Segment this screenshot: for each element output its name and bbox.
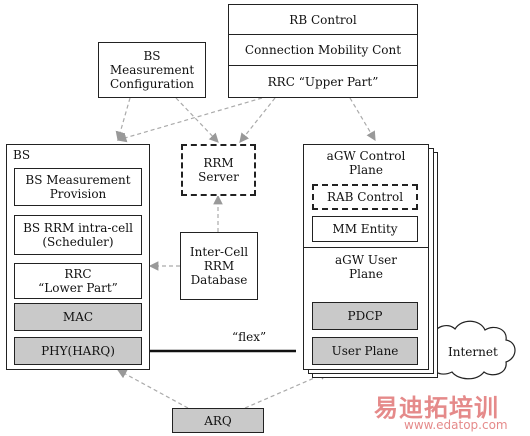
watermark-url: www.edatop.com	[404, 418, 508, 432]
rrc-upper-box: RRC “Upper Part”	[228, 65, 418, 98]
rrm-server-label: RRM Server	[198, 156, 239, 184]
inter-cell-db-label: Inter-Cell RRM Database	[189, 245, 249, 287]
arrow-rrc-upper-to-agw	[349, 97, 376, 142]
inter-cell-db-box: Inter-Cell RRM Database	[180, 232, 258, 300]
rb-control-box: RB Control	[228, 4, 418, 35]
rrm-server-box: RRM Server	[181, 144, 256, 196]
arrow-config-to-rrm-server	[175, 97, 219, 143]
bs-rrm-intra-box: BS RRM intra-cell (Scheduler)	[14, 215, 142, 255]
connection-mobility-label: Connection Mobility Cont	[244, 43, 402, 57]
agw-box: aGW Control Plane aGW User Plane	[303, 144, 429, 370]
bs-measurement-provision-box: BS Measurement Provision	[14, 168, 142, 206]
bs-label: BS	[13, 148, 31, 162]
phy-box: PHY(HARQ)	[14, 337, 142, 365]
internet-label: Internet	[448, 345, 498, 359]
agw-user-plane-label: aGW User Plane	[335, 253, 397, 281]
watermark-logo: 易迪拓培训	[374, 394, 499, 422]
arrow-rrc-upper-to-rrm-server	[239, 97, 276, 143]
pdcp-label: PDCP	[347, 309, 383, 323]
arrow-arq-to-bs	[116, 369, 189, 409]
user-plane-label: User Plane	[331, 344, 399, 358]
agw-control-plane-label: aGW Control Plane	[326, 149, 406, 177]
flex-label: “flex”	[232, 330, 267, 344]
mm-entity-box: MM Entity	[312, 216, 418, 242]
arq-box: ARQ	[172, 408, 264, 433]
rab-control-label: RAB Control	[326, 190, 404, 204]
bs-measurement-config-box: BS Measurement Configuration	[98, 42, 206, 98]
user-plane-box: User Plane	[312, 337, 418, 365]
arrow-config-to-bs	[115, 97, 131, 142]
arrow-rrc-upper-to-bs	[116, 97, 263, 143]
arq-label: ARQ	[204, 413, 232, 428]
connection-mobility-box: Connection Mobility Cont	[228, 34, 418, 66]
bs-measurement-provision-label: BS Measurement Provision	[25, 173, 131, 201]
rab-control-box: RAB Control	[312, 184, 418, 210]
mac-box: MAC	[14, 303, 142, 331]
rrc-lower-label: RRC “Lower Part”	[38, 267, 118, 295]
mm-entity-label: MM Entity	[332, 222, 398, 236]
bs-measurement-config-label: BS Measurement Configuration	[109, 49, 195, 91]
pdcp-box: PDCP	[312, 302, 418, 330]
phy-label: PHY(HARQ)	[41, 344, 115, 358]
rrc-lower-box: RRC “Lower Part”	[14, 263, 142, 299]
rb-control-label: RB Control	[289, 12, 357, 27]
rrc-upper-label: RRC “Upper Part”	[267, 74, 379, 89]
mac-label: MAC	[62, 310, 94, 324]
arrow-arq-to-agw	[244, 370, 330, 409]
bs-rrm-intra-label: BS RRM intra-cell (Scheduler)	[23, 221, 133, 249]
